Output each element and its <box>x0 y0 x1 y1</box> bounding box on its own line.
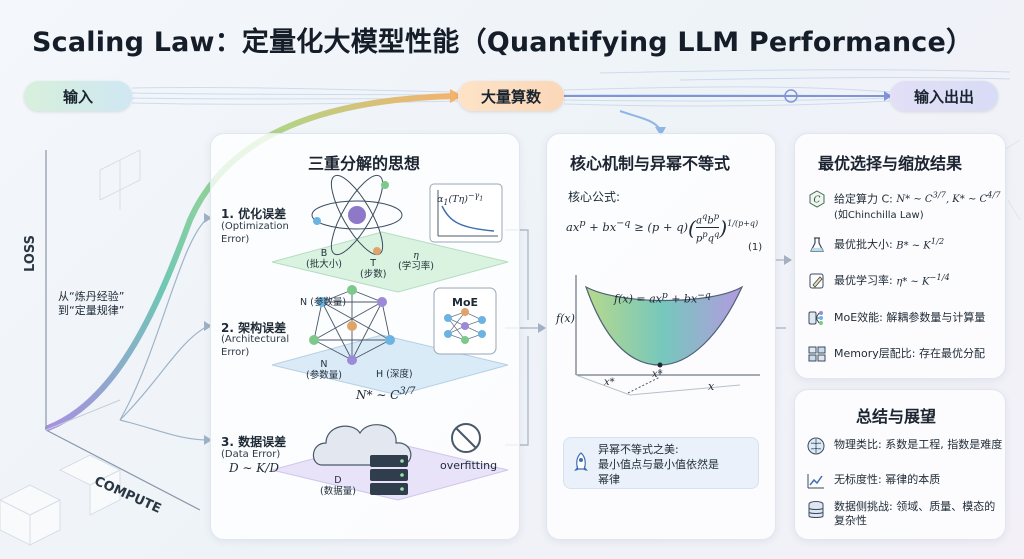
n-left-letter: N <box>320 359 328 370</box>
memory-icon <box>808 346 826 362</box>
optimal-row-moe: MoE效能: 解耦参数量与计算量 <box>808 309 985 327</box>
data-amount-label: D(数据量) <box>320 475 356 497</box>
batch-size-label: B(批大小) <box>306 248 342 270</box>
physics-row-text: 物理类比: 系数是工程, 指数是难度 <box>834 438 1003 451</box>
data-formula: D ∼ K/D <box>229 461 279 475</box>
database-icon <box>808 501 824 518</box>
decomposition-title: 三重分解的思想 <box>308 154 421 173</box>
scale-free-row-text: 无标度性: 幂律的本质 <box>834 473 941 486</box>
optimal-row-compute: C 给定算力 C: N* ∼ C3/7, K* ∼ C4/7 (如Chinchi… <box>808 190 1001 221</box>
optimal-row-batch: 最优批大小: B* ∼ K1/2 <box>808 236 944 254</box>
d-sub: (数据量) <box>320 486 356 497</box>
note-line1: 异幂不等式之美: <box>598 443 679 456</box>
input-pill: 输入 <box>24 81 132 111</box>
overfitting-icon <box>451 423 481 453</box>
x-axis-label: x <box>708 380 715 393</box>
moe-label: MoE <box>452 296 479 309</box>
b-letter: B <box>320 248 328 259</box>
data-challenge-line1: 数据侧挑战: 领域、质量、模态的 <box>834 500 996 513</box>
page-title: Scaling Law：定量化大模型性能（Quantifying LLM Per… <box>32 27 974 58</box>
b-sub: (批大小) <box>306 259 342 270</box>
eta-letter: η <box>413 250 419 261</box>
eta-sub: (学习率) <box>398 261 434 272</box>
equation-number: (1) <box>748 242 763 253</box>
depth-label: H (深度) <box>376 369 413 380</box>
n-left-sub: (参数量) <box>306 370 342 381</box>
overfitting-label: overfitting <box>440 459 498 472</box>
architecture-sub-line1: (Architectural <box>221 334 290 345</box>
xstar-label-top: x* <box>652 369 663 380</box>
optimal-selection-panel <box>794 133 1006 379</box>
t-letter: T <box>370 258 377 269</box>
inequality-note-box <box>563 437 759 489</box>
summary-row-physics: 物理类比: 系数是工程, 指数是难度 <box>806 436 1002 456</box>
compute-pill: 大量算数 <box>458 81 564 111</box>
trend-icon <box>807 474 824 489</box>
flask-icon <box>810 237 824 252</box>
optimal-row-lr: 最优学习率: η* ∼ K−1/4 <box>808 272 950 290</box>
architecture-formula: N* ∼ C3/7 <box>356 386 416 402</box>
optimization-error-sub: (Optimization Error) <box>221 220 289 246</box>
brain-icon <box>807 437 825 455</box>
note-line2: 最小值点与最小值依然是 <box>598 458 719 471</box>
c-hexagon-icon: C <box>809 190 825 208</box>
compute-row-math: N* ∼ C3/7, K* ∼ C4/7 <box>896 190 1001 206</box>
optimal-title: 最优选择与缩放结果 <box>818 154 963 173</box>
steps-label: T(步数) <box>360 258 386 280</box>
compute-row-label: 给定算力 C: <box>834 192 893 206</box>
data-challenge-line2: 复杂性 <box>834 514 867 527</box>
atom-icon <box>311 174 403 256</box>
fx-formula: f(x) = axp + bx−q <box>614 290 711 306</box>
cloud-server-icon <box>312 424 412 495</box>
optimization-sub-line1: (Optimization <box>221 221 289 232</box>
rocket-icon <box>574 452 588 471</box>
summary-title: 总结与展望 <box>856 407 937 426</box>
curve-label-line1: 从“炼丹经验” <box>58 290 125 303</box>
decomposition-illustrations <box>271 174 509 501</box>
params-top-label: N (参数量) <box>300 297 347 308</box>
svg-text:C: C <box>814 196 821 206</box>
lr-row-label: 最优学习率: <box>834 274 893 287</box>
core-title: 核心机制与异幂不等式 <box>570 154 731 173</box>
architecture-error-label: 2. 架构误差 <box>221 321 287 335</box>
inequality-note: 异幂不等式之美: 最小值点与最小值依然是 幂律 <box>598 442 748 487</box>
learning-rate-label: η(学习率) <box>398 250 434 272</box>
loss-axis-label: LOSS <box>23 234 38 272</box>
formula-label: 核心公式: <box>568 190 621 204</box>
note-line3: 幂律 <box>598 473 620 486</box>
optimal-row-memory: Memory层配比: 存在最优分配 <box>808 345 985 363</box>
batch-row-label: 最优批大小: <box>834 238 893 251</box>
batch-row-math: B* ∼ K1/2 <box>896 236 945 252</box>
params-left-label: N(参数量) <box>306 359 342 381</box>
moe-row-icon <box>808 311 823 325</box>
t-sub: (步数) <box>360 269 387 280</box>
lr-row-math: η* ∼ K−1/4 <box>896 272 950 288</box>
memory-row-label: Memory层配比: 存在最优分配 <box>834 347 985 360</box>
d-letter: D <box>334 475 342 486</box>
curve-label-line2: 到“定量规律” <box>58 304 125 317</box>
output-pill: 输入出出 <box>890 81 998 111</box>
optimization-error-label: 1. 优化误差 <box>221 207 287 221</box>
summary-row-data: 数据侧挑战: 领域、质量、模态的 复杂性 <box>806 500 995 528</box>
u-curve-plot <box>575 275 760 396</box>
decay-chart-icon <box>429 183 503 243</box>
pencil-icon <box>809 273 824 289</box>
data-error-sub: (Data Error) <box>221 449 281 460</box>
data-error-label: 3. 数据误差 <box>221 435 287 449</box>
chinchilla-note: (如Chinchilla Law) <box>834 210 924 222</box>
moe-row-label: MoE效能: 解耦参数量与计算量 <box>834 311 986 324</box>
architecture-sub-line2: Error) <box>221 347 250 358</box>
architecture-error-sub: (Architectural Error) <box>221 333 289 359</box>
summary-panel <box>794 389 1006 540</box>
network-graph-icon <box>309 285 395 365</box>
fx-axis-label: f(x) <box>556 312 575 325</box>
xstar-label-axis: x* <box>604 377 615 388</box>
moe-icon <box>433 287 497 355</box>
curve-label: 从“炼丹经验” 到“定量规律” <box>58 290 124 318</box>
optimization-formula: α1(Tη)−γ1 <box>437 191 484 208</box>
summary-row-scale-free: 无标度性: 幂律的本质 <box>806 471 940 491</box>
optimization-sub-line2: Error) <box>221 234 250 245</box>
